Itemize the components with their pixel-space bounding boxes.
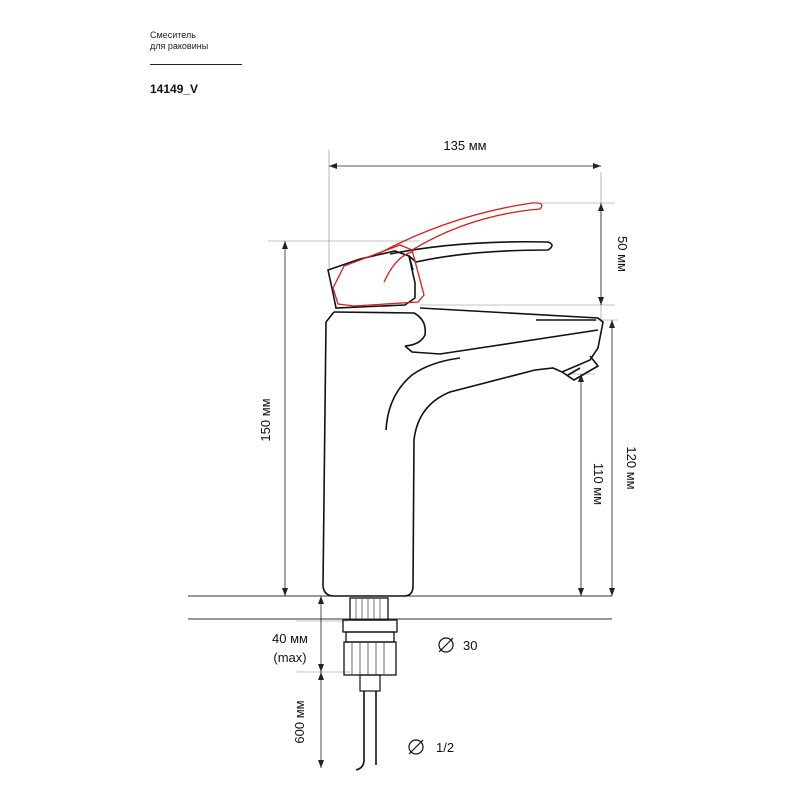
dim-600-label: 600 мм [292,700,307,743]
dim-50-label: 50 мм [615,236,630,272]
dim-150-label: 150 мм [258,398,273,441]
dim-110-label: 110 мм [591,463,606,505]
lever-closed [327,240,553,309]
diameter-symbol-thread [408,739,424,755]
mount-assembly [342,597,398,692]
dimension-lines [282,163,615,768]
faucet-body [322,307,604,597]
diameter-symbol-30 [438,637,454,653]
dim-135-label: 135 мм [443,138,486,153]
dim-max-note: (max) [273,650,306,665]
title-line-2: для раковины [150,41,209,51]
thread-size-label: 1/2 [436,740,454,755]
extension-lines [268,150,618,673]
hose [355,691,377,771]
model-code: 14149_V [150,82,199,96]
lever-raised [332,202,543,307]
title-underline [150,64,242,65]
dim-120-label: 120 мм [624,446,639,489]
dim-40-label: 40 мм [272,631,308,646]
diameter-30-label: 30 [463,638,477,653]
title-line-1: Смеситель [150,30,196,40]
